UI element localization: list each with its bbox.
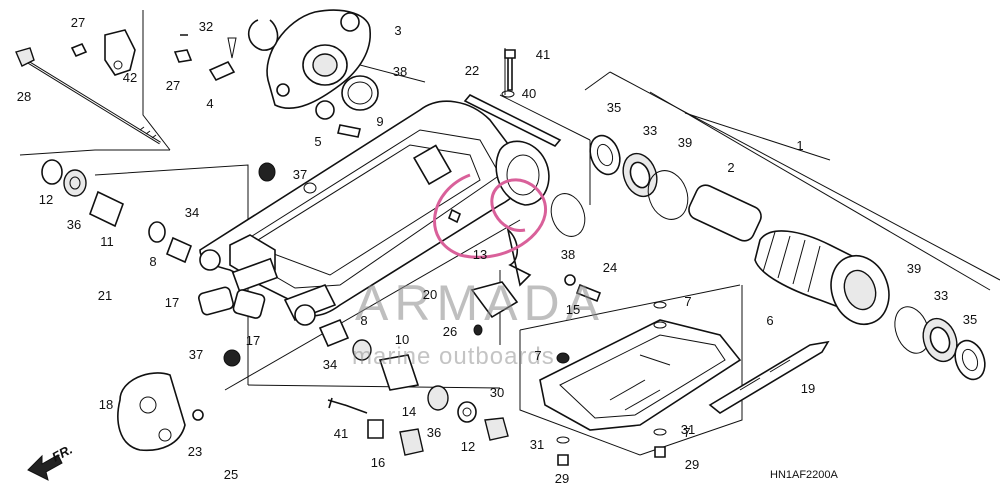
watermark-swirl-icon	[433, 173, 547, 259]
callout-24: 24	[603, 260, 617, 275]
callout-5: 5	[314, 134, 321, 149]
front-direction-indicator: FR.	[27, 442, 75, 481]
callout-27: 27	[71, 15, 85, 30]
callout-22: 22	[465, 63, 479, 78]
callout-32: 32	[199, 19, 213, 34]
callout-34: 34	[323, 357, 337, 372]
callout-labels: 1234567778891011121213141516171718192021…	[17, 15, 977, 486]
callout-19: 19	[801, 381, 815, 396]
callout-31: 31	[530, 437, 544, 452]
callout-7: 7	[684, 294, 691, 309]
callout-38: 38	[561, 247, 575, 262]
mount-bracket	[117, 372, 186, 452]
callout-7: 7	[683, 425, 690, 440]
bearings	[550, 134, 986, 381]
callout-14: 14	[402, 404, 416, 419]
arrow-left-icon	[27, 454, 63, 481]
callout-8: 8	[360, 313, 367, 328]
callout-1: 1	[796, 138, 803, 153]
callout-39: 39	[907, 261, 921, 276]
callout-27: 27	[166, 78, 180, 93]
skid-plate	[539, 319, 742, 431]
pivot-bracket	[208, 9, 379, 111]
callout-13: 13	[473, 247, 487, 262]
callout-28: 28	[17, 89, 31, 104]
callout-35: 35	[607, 100, 621, 115]
callout-2: 2	[727, 160, 734, 175]
callout-39: 39	[678, 135, 692, 150]
chain-slider	[708, 340, 830, 414]
callout-26: 26	[443, 324, 457, 339]
callout-31: 31	[681, 422, 695, 437]
drive-shaft-boot	[688, 184, 890, 326]
callout-21: 21	[98, 288, 112, 303]
watermark-tagline: marine outboards	[352, 343, 555, 370]
callout-30: 30	[490, 385, 504, 400]
callout-40: 40	[522, 86, 536, 101]
callout-17: 17	[165, 295, 179, 310]
callout-29: 29	[685, 457, 699, 472]
callout-37: 37	[189, 347, 203, 362]
callout-7: 7	[534, 348, 541, 363]
callout-36: 36	[427, 425, 441, 440]
callout-9: 9	[376, 114, 383, 129]
callout-25: 25	[224, 467, 238, 482]
callout-35: 35	[963, 312, 977, 327]
callout-16: 16	[371, 455, 385, 470]
callout-17: 17	[246, 333, 260, 348]
callout-42: 42	[123, 70, 137, 85]
callout-18: 18	[99, 397, 113, 412]
small-parts	[41, 29, 667, 466]
callout-15: 15	[566, 302, 580, 317]
callout-6: 6	[766, 313, 773, 328]
callout-33: 33	[934, 288, 948, 303]
callout-3: 3	[394, 23, 401, 38]
callout-10: 10	[395, 332, 409, 347]
diagram-code: HN1AF2200A	[770, 469, 839, 481]
callout-8: 8	[149, 254, 156, 269]
pivot-bolt	[15, 47, 161, 145]
callout-41: 41	[536, 47, 550, 62]
watermark-brand: ARMADA	[355, 275, 605, 331]
callout-23: 23	[188, 444, 202, 459]
callout-11: 11	[100, 234, 114, 249]
watermark: ARMADA marine outboards	[352, 173, 605, 370]
callout-12: 12	[461, 439, 475, 454]
callout-4: 4	[206, 96, 213, 111]
callout-38: 38	[393, 64, 407, 79]
callout-33: 33	[643, 123, 657, 138]
callout-41: 41	[334, 426, 348, 441]
callout-12: 12	[39, 192, 53, 207]
reference-lines	[19, 10, 1000, 456]
callout-36: 36	[67, 217, 81, 232]
callout-37: 37	[293, 167, 307, 182]
callout-34: 34	[185, 205, 199, 220]
callout-20: 20	[423, 287, 437, 302]
callout-29: 29	[555, 471, 569, 486]
